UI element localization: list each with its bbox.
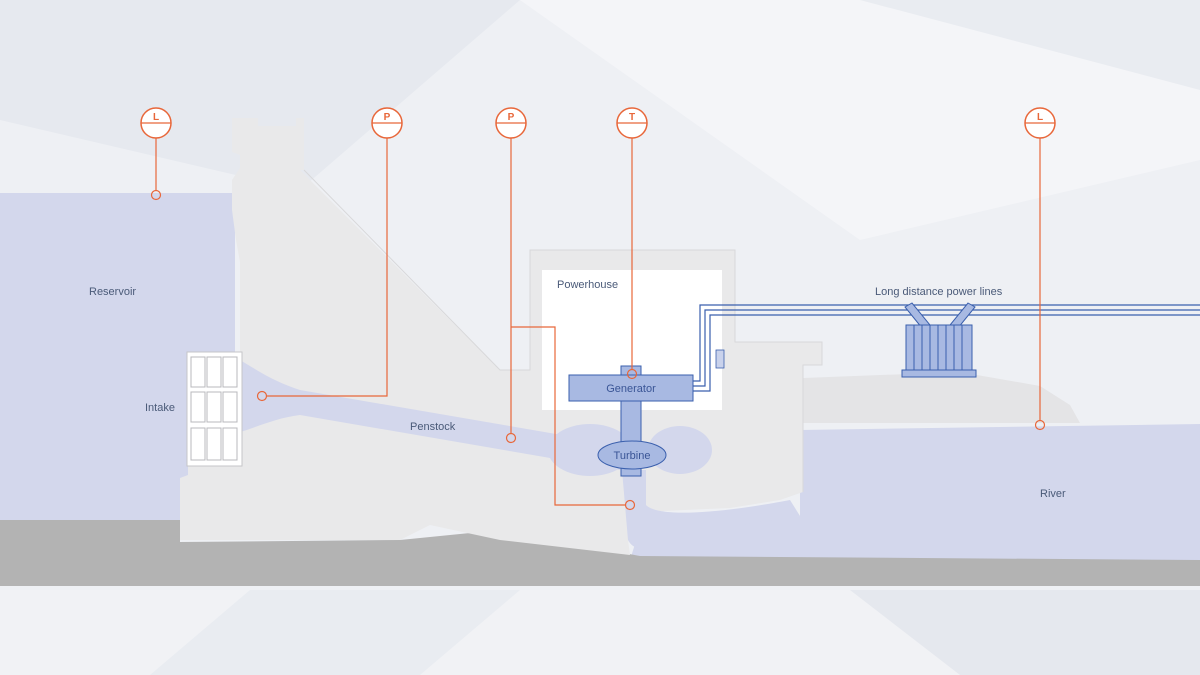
label-reservoir: Reservoir: [89, 286, 136, 298]
sensor-line-pressure-turbine: [511, 326, 625, 506]
sensor-line-pressure-intake: [266, 138, 388, 397]
cable-switch: [715, 349, 725, 369]
sensor-point-temperature-generator: [626, 368, 638, 380]
sensor-point-level-reservoir: [150, 189, 162, 201]
sensor-letter: L: [1037, 112, 1043, 123]
river-water: [630, 424, 1200, 560]
label-powerhouse: Powerhouse: [557, 279, 618, 291]
sensor-letter: L: [153, 112, 159, 123]
intake-grate: [186, 351, 243, 467]
label-generator: Generator: [606, 383, 656, 395]
dam-outline: [303, 169, 823, 492]
label-river: River: [1040, 488, 1066, 500]
generator-assembly: [568, 365, 694, 477]
transformer: [901, 302, 977, 378]
label-power-lines: Long distance power lines: [875, 286, 1003, 298]
label-penstock: Penstock: [410, 421, 456, 433]
sensor-point-pressure-turbine: [624, 499, 636, 511]
turbine-ellipse: [597, 440, 667, 470]
sensor-temperature-generator: T: [616, 107, 648, 139]
label-turbine: Turbine: [614, 450, 651, 462]
sensor-point-pressure-intake: [256, 390, 268, 402]
power-cables: [693, 304, 1200, 392]
sensor-pressure-penstock: P: [495, 107, 527, 139]
sensor-heads: L P P T L: [140, 107, 1056, 139]
sensor-point-level-river: [1034, 419, 1046, 431]
ground: [0, 520, 1200, 586]
sensor-lines: [155, 138, 1041, 506]
sensor-level-river: L: [1024, 107, 1056, 139]
sensor-letter: P: [508, 112, 515, 123]
generator-box: [568, 374, 694, 402]
sensor-letter: T: [629, 112, 635, 123]
sensor-endpoints: [150, 189, 1046, 511]
river-bank: [803, 372, 1080, 423]
labels: Reservoir Intake Penstock Powerhouse Gen…: [89, 279, 1066, 500]
sensor-point-pressure-penstock: [505, 432, 517, 444]
sensor-pressure-intake: P: [371, 107, 403, 139]
label-intake: Intake: [145, 402, 175, 414]
sensor-level-reservoir: L: [140, 107, 172, 139]
sensor-letter: P: [384, 112, 391, 123]
